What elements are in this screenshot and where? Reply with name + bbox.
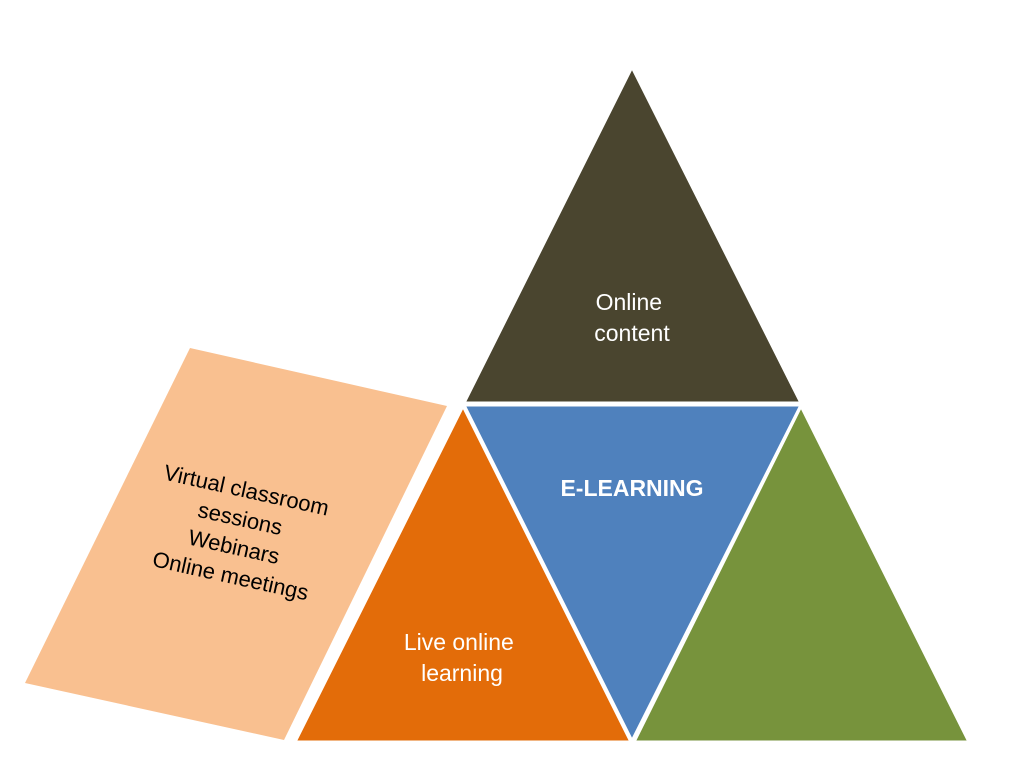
side-card: Virtual classroom sessions Webinars Onli…: [25, 348, 447, 740]
left-triangle-line-2: learning: [421, 660, 503, 686]
top-triangle-shape: [461, 63, 804, 405]
left-triangle-text: Live online learning: [404, 629, 520, 686]
center-triangle: E-LEARNING: [461, 403, 804, 745]
top-triangle: Online content: [461, 63, 804, 405]
top-triangle-line-1: Online: [596, 289, 662, 315]
center-triangle-shape: [461, 403, 804, 745]
side-card-shape: [25, 348, 447, 740]
top-triangle-line-2: content: [594, 320, 670, 346]
center-label: E-LEARNING: [560, 475, 703, 501]
top-triangle-text: Online content: [594, 289, 670, 346]
left-triangle-line-1: Live online: [404, 629, 514, 655]
